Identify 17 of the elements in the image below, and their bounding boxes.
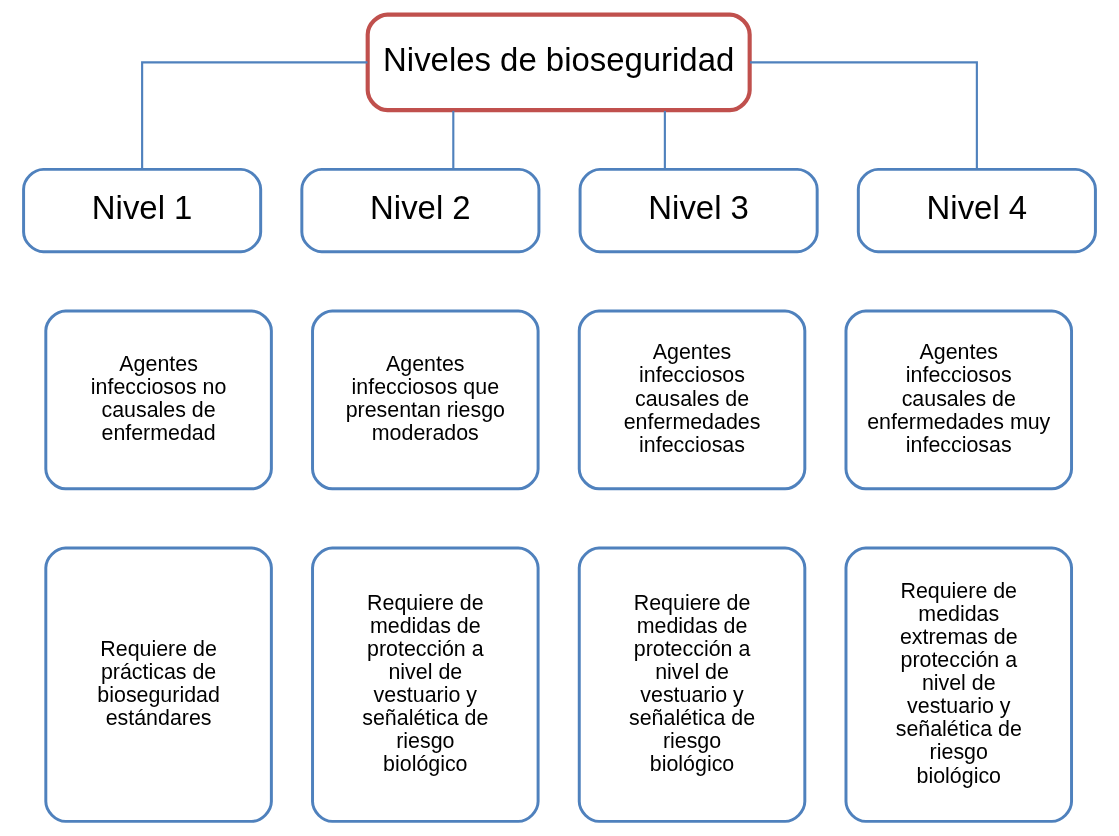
- node-box: Requiere de prácticas de bioseguridad estándares: [44, 546, 273, 823]
- node-box: Nivel 2: [300, 167, 541, 254]
- node-box: Nivel 1: [22, 167, 263, 254]
- node-box: Requiere de medidas extremas de protección a nivel de vestuario y señalética de riesgo biológico: [844, 546, 1073, 823]
- connector: [452, 110, 455, 170]
- node-box: Nivel 3: [578, 167, 819, 254]
- node-box: Agentes infecciosos causales de enfermedades infecciosas: [577, 309, 807, 491]
- node-box: Niveles de bioseguridad: [365, 12, 752, 113]
- connector: [663, 110, 666, 170]
- node-box: Requiere de medidas de protección a nivel de vestuario y señalética de riesgo biológico: [311, 546, 540, 823]
- node-box: Requiere de medidas de protección a nivel de vestuario y señalética de riesgo biológico: [577, 546, 807, 823]
- connector: [141, 61, 368, 170]
- node-box: Agentes infecciosos no causales de enfermedad: [44, 309, 273, 491]
- node-box: Agentes infecciosos que presentan riesgo moderados: [311, 309, 540, 491]
- node-box: Agentes infecciosos causales de enfermedades muy infecciosas: [844, 309, 1073, 491]
- node-box: Nivel 4: [856, 167, 1097, 254]
- connector: [750, 61, 978, 170]
